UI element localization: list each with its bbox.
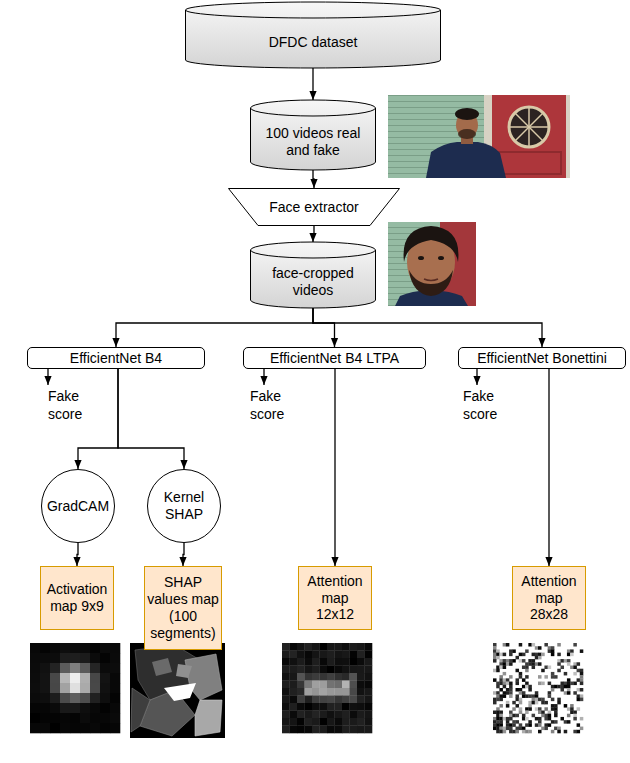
output-box: Attention map 28x28 [512,566,586,630]
node-text: Face extractor [252,199,376,216]
model-box: EfficientNet B4 LTPA [243,347,426,369]
flow-arrow [116,308,313,347]
node-text: EfficientNet B4 LTPA [250,350,419,367]
text-area: Kernel SHAP [152,478,216,534]
connector-layer [77,68,549,566]
node-text: Activation map 9x9 [43,581,111,615]
node-text: EfficientNet B4 [34,350,198,367]
node-text: 100 videos real and fake [254,125,372,159]
text-area: EfficientNet Bonettini [465,349,619,367]
flow-arrow [118,369,184,469]
text-area: Attention map 28x28 [515,569,583,627]
node-text: DFDC dataset [189,34,437,51]
flow-arrow [313,308,335,347]
output-label: Fake score [48,388,92,423]
shap-segment-map [130,643,225,738]
flow-arrow [183,543,184,566]
text-area: GradCAM [46,478,110,534]
node-text: Attention map 12x12 [301,573,369,623]
node-text: Kernel SHAP [152,489,216,523]
output-label: Fake score [463,388,507,423]
text-area: EfficientNet B4 [34,349,198,367]
output-box: Attention map 12x12 [298,566,372,630]
flow-arrow [313,308,542,347]
text-area: SHAP values map (100 segments) [147,569,219,647]
dataset-cylinder: 100 videos real and fake [250,100,376,170]
attention-heatmap-12 [282,643,372,733]
flow-arrow [548,369,549,566]
flow-arrow [312,68,313,100]
text-area: EfficientNet B4 LTPA [250,349,419,367]
model-box: EfficientNet B4 [27,347,205,369]
text-area: 100 videos real and fake [254,118,372,166]
output-label: Fake score [250,388,294,423]
node-text: face-cropped videos [254,265,372,299]
text-area: face-cropped videos [254,260,372,304]
node-text: GradCAM [46,498,110,515]
flow-arrow [78,369,118,469]
node-text: EfficientNet Bonettini [465,350,619,367]
flow-arrow [313,170,314,188]
model-box: EfficientNet Bonettini [458,347,626,369]
method-circle: GradCAM [41,469,115,543]
dataset-cylinder: face-cropped videos [250,242,376,308]
attention-heatmap-28 [493,643,583,733]
face-crop-photo [388,222,476,306]
node-text: Attention map 28x28 [515,573,583,623]
method-circle: Kernel SHAP [147,469,221,543]
text-area: DFDC dataset [189,20,437,64]
flow-arrow [77,543,78,566]
output-box: Activation map 9x9 [40,566,114,630]
dataset-cylinder: DFDC dataset [185,2,441,68]
flow-arrow [313,226,314,242]
output-box: SHAP values map (100 segments) [144,566,222,650]
video-frame-photo [388,95,570,178]
text-area: Activation map 9x9 [43,569,111,627]
process-trapezoid: Face extractor [228,188,400,226]
score-arrows [48,369,477,385]
text-area: Face extractor [252,190,376,224]
node-text: SHAP values map (100 segments) [147,574,219,641]
flow-arrow [334,369,335,566]
activation-heatmap [30,643,120,733]
text-area: Attention map 12x12 [301,569,369,627]
